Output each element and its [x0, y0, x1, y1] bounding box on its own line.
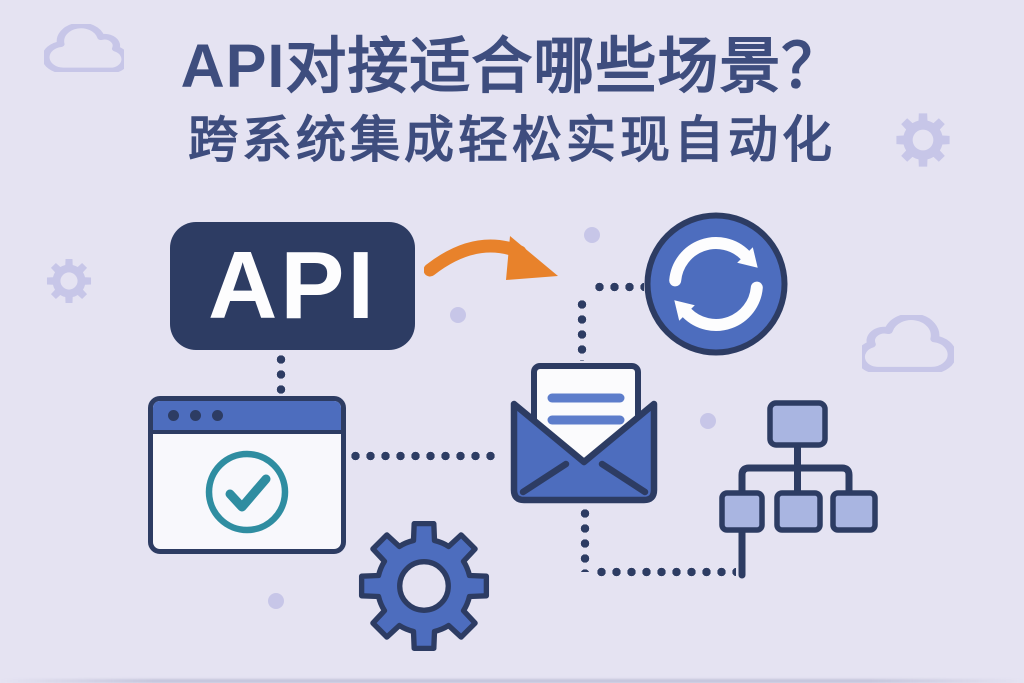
dotted-connector-email-to-sync-horizontal — [592, 282, 644, 292]
page-subtitle: 跨系统集成轻松实现自动化 — [188, 112, 836, 169]
dotted-connector-email-to-flowchart-vertical — [580, 506, 590, 572]
dotted-connector-email-to-sync-vertical — [577, 297, 587, 361]
page-title: API对接适合哪些场景？ — [180, 32, 844, 100]
gear-icon — [358, 520, 490, 652]
bottom-edge-shadow — [0, 679, 1024, 683]
decorative-dot — [700, 413, 716, 429]
decorative-dot — [268, 593, 284, 609]
window-dot-icon — [212, 410, 223, 421]
checkmark-circle-icon — [205, 450, 289, 534]
cloud-icon — [862, 315, 954, 372]
dotted-connector-browser-to-email — [348, 451, 500, 461]
browser-content — [153, 434, 341, 549]
dotted-connector-email-to-flowchart-horizontal — [594, 567, 736, 577]
window-dot-icon — [168, 410, 179, 421]
browser-titlebar — [153, 401, 341, 434]
cloud-icon — [44, 24, 124, 72]
curved-arrow-icon — [424, 236, 558, 280]
decorative-dot — [450, 307, 466, 323]
dotted-connector-api-to-browser — [276, 352, 286, 398]
flowchart-icon — [719, 400, 878, 579]
decorative-gear-icon — [46, 258, 92, 304]
api-badge-label: API — [207, 232, 378, 339]
api-badge: API — [170, 222, 415, 350]
email-icon — [510, 363, 658, 504]
sync-icon — [644, 212, 788, 356]
browser-window — [148, 396, 346, 554]
header: API对接适合哪些场景？ 跨系统集成轻松实现自动化 — [0, 34, 1024, 167]
window-dot-icon — [190, 410, 201, 421]
decorative-dot — [584, 227, 600, 243]
decorative-gear-icon — [896, 113, 950, 167]
